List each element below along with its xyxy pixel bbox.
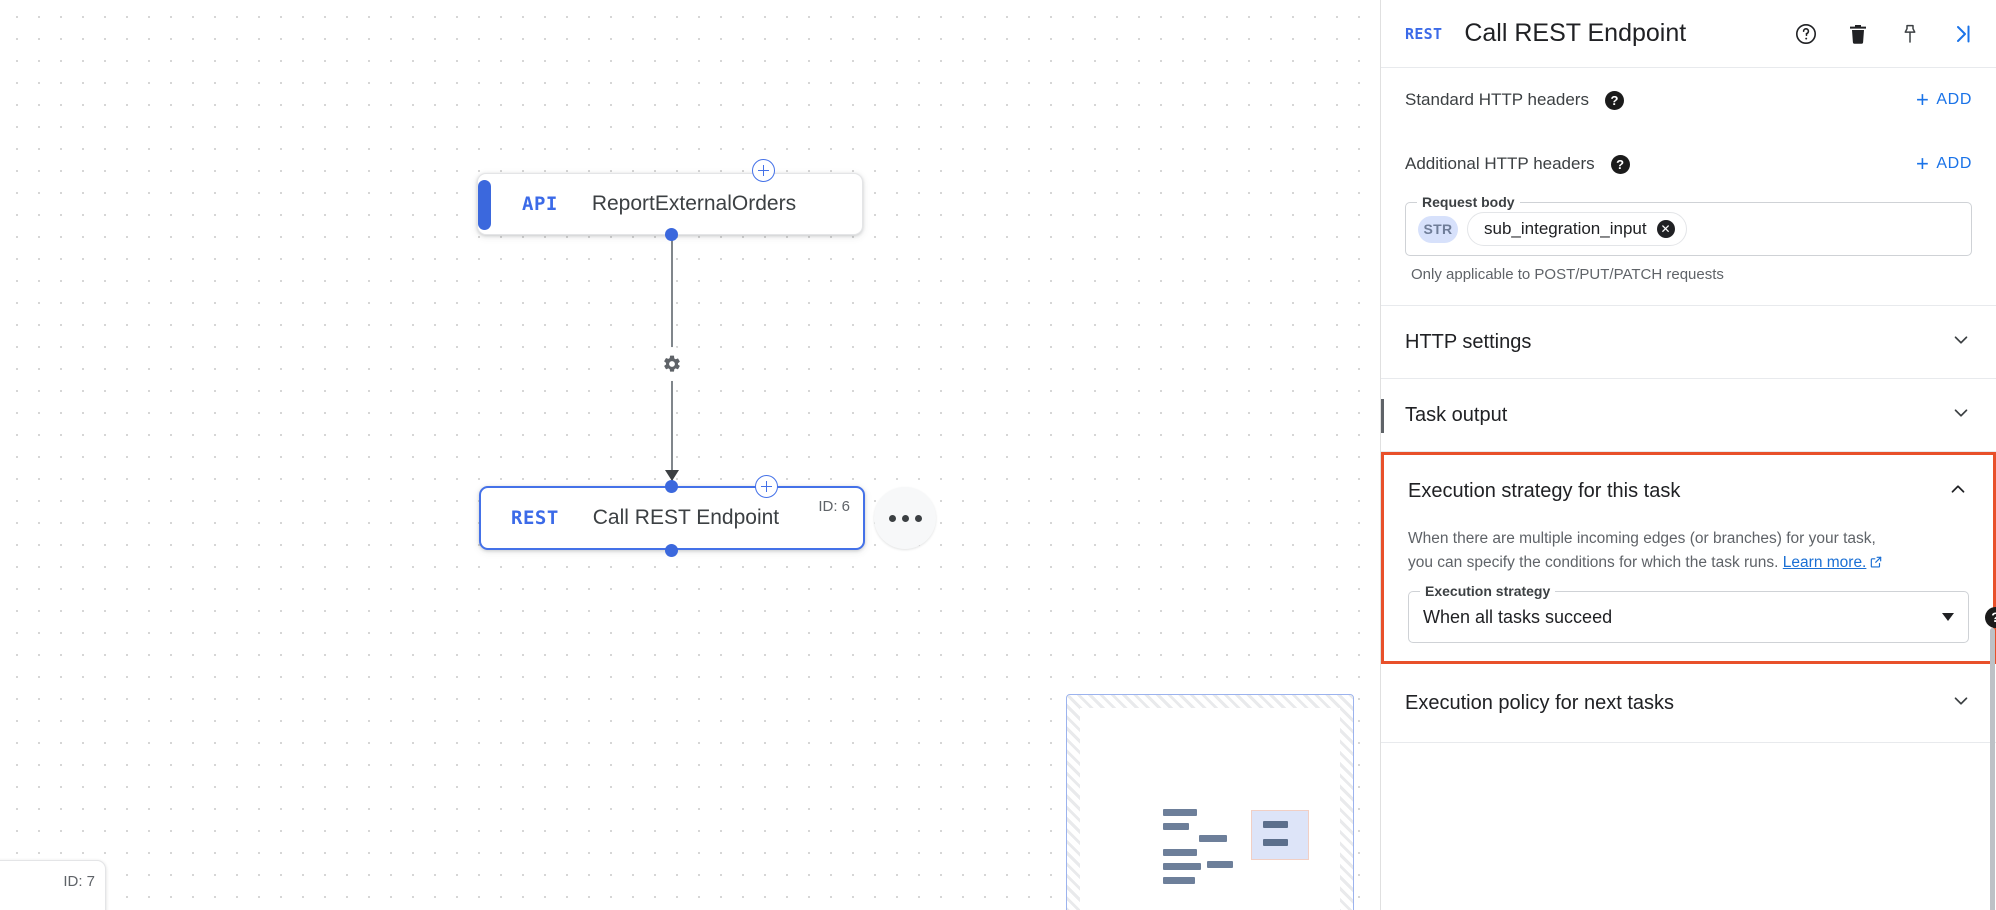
section-http-settings[interactable]: HTTP settings (1381, 306, 1996, 378)
panel-scrollbar[interactable] (1990, 628, 1995, 910)
edge-arrow-icon (665, 470, 679, 481)
plus-icon: + (1915, 87, 1930, 112)
section-execution-strategy-header[interactable]: Execution strategy for this task (1384, 455, 1993, 527)
workflow-node-partial[interactable]: ID: 7 (0, 860, 106, 910)
execution-strategy-description: When there are multiple incoming edges (… (1384, 527, 1993, 577)
add-additional-header-button[interactable]: + ADD (1916, 153, 1972, 175)
section-title: Execution policy for next tasks (1405, 691, 1675, 714)
add-node-button[interactable] (755, 475, 778, 498)
skeleton-box (1251, 810, 1309, 860)
node-title: Call REST Endpoint (592, 506, 780, 529)
add-label: ADD (1936, 155, 1972, 172)
section-accent-tick (1381, 399, 1384, 433)
standard-http-headers-row: Standard HTTP headers ? + ADD (1381, 68, 1996, 132)
standard-http-headers-label: Standard HTTP headers (1405, 90, 1589, 109)
node-id-label: ID: 6 (818, 498, 850, 515)
help-icon[interactable]: ? (1610, 154, 1630, 174)
node-input-port[interactable] (665, 480, 678, 493)
execution-strategy-select[interactable]: Execution strategy When all tasks succee… (1408, 583, 1996, 643)
divider (1381, 451, 1996, 452)
execution-strategy-section[interactable]: Execution strategy for this task When th… (1381, 452, 1996, 664)
section-title: HTTP settings (1405, 330, 1532, 353)
variable-token-label: sub_integration_input (1484, 219, 1647, 238)
chevron-up-icon[interactable] (1947, 478, 1969, 505)
external-link-icon[interactable] (1869, 553, 1883, 577)
panel-type-badge: REST (1405, 24, 1443, 43)
panel-body[interactable]: Standard HTTP headers ? + ADD Additional… (1381, 68, 1996, 910)
section-title: Execution strategy for this task (1408, 479, 1681, 502)
chevron-down-icon[interactable] (1942, 613, 1954, 621)
collapse-panel-icon[interactable] (1950, 22, 1974, 46)
page-title: Call REST Endpoint (1464, 19, 1687, 47)
type-chip-str: STR (1418, 215, 1458, 243)
add-label: ADD (1936, 91, 1972, 108)
help-icon[interactable] (1794, 22, 1818, 46)
delete-icon[interactable] (1846, 22, 1870, 46)
pin-icon[interactable] (1898, 22, 1922, 46)
task-config-panel: REST Call REST Endpoint (1380, 0, 1996, 910)
request-body-field-wrap: Request body STR sub_integration_input ✕ (1381, 194, 1996, 256)
gear-icon[interactable] (655, 347, 689, 381)
description-line-2: you can specify the conditions for which… (1408, 554, 1779, 571)
plus-icon: + (1915, 151, 1930, 176)
dot (914, 514, 922, 522)
divider (1381, 742, 1996, 743)
panel-header-actions (1794, 22, 1974, 46)
node-menu-button[interactable] (874, 487, 936, 549)
node-output-port[interactable] (665, 544, 678, 557)
skeleton-illustration (1163, 807, 1343, 907)
help-icon[interactable]: ? (1604, 90, 1624, 110)
node-accent-bar (478, 180, 491, 230)
chevron-down-icon[interactable] (1950, 690, 1972, 717)
chevron-down-icon[interactable] (1950, 402, 1972, 429)
variable-token[interactable]: sub_integration_input ✕ (1467, 212, 1687, 246)
node-output-port[interactable] (665, 228, 678, 241)
preview-inner (1080, 708, 1340, 910)
divider (1381, 378, 1996, 379)
node-type-badge: API (522, 193, 558, 215)
chevron-down-icon[interactable] (1950, 329, 1972, 356)
request-body-legend: Request body (1417, 194, 1520, 210)
node-type-badge: REST (511, 507, 559, 529)
close-icon[interactable]: ✕ (1656, 220, 1675, 238)
section-task-output[interactable]: Task output (1381, 379, 1996, 451)
learn-more-link[interactable]: Learn more. (1782, 554, 1867, 571)
panel-header: REST Call REST Endpoint (1381, 0, 1996, 68)
section-title: Task output (1405, 403, 1508, 426)
execution-strategy-value: When all tasks succeed (1423, 606, 1613, 627)
canvas-preview-card[interactable] (1066, 694, 1354, 910)
description-line-1: When there are multiple incoming edges (… (1408, 530, 1876, 547)
workflow-node-api[interactable]: API ReportExternalOrders (477, 173, 863, 235)
execution-strategy-field-wrap: Execution strategy When all tasks succee… (1384, 577, 1996, 661)
node-title: ReportExternalOrders (591, 192, 797, 215)
divider (1381, 305, 1996, 306)
add-node-button[interactable] (752, 159, 775, 182)
request-body-hint: Only applicable to POST/PUT/PATCH reques… (1411, 266, 1724, 283)
execution-strategy-legend: Execution strategy (1420, 583, 1556, 599)
help-icon[interactable]: ? (1985, 606, 1996, 628)
dot (901, 514, 909, 522)
node-id-label: ID: 7 (63, 873, 95, 890)
add-standard-header-button[interactable]: + ADD (1916, 89, 1972, 111)
workflow-canvas[interactable]: API ReportExternalOrders REST Call REST … (0, 0, 1380, 910)
additional-http-headers-row: Additional HTTP headers ? + ADD (1381, 132, 1996, 196)
workflow-node-rest[interactable]: REST Call REST Endpoint ID: 6 (479, 486, 865, 550)
section-execution-policy[interactable]: Execution policy for next tasks (1381, 664, 1996, 742)
request-body-field[interactable]: Request body STR sub_integration_input ✕ (1405, 194, 1972, 256)
additional-http-headers-label: Additional HTTP headers (1405, 154, 1595, 173)
dot (888, 514, 896, 522)
